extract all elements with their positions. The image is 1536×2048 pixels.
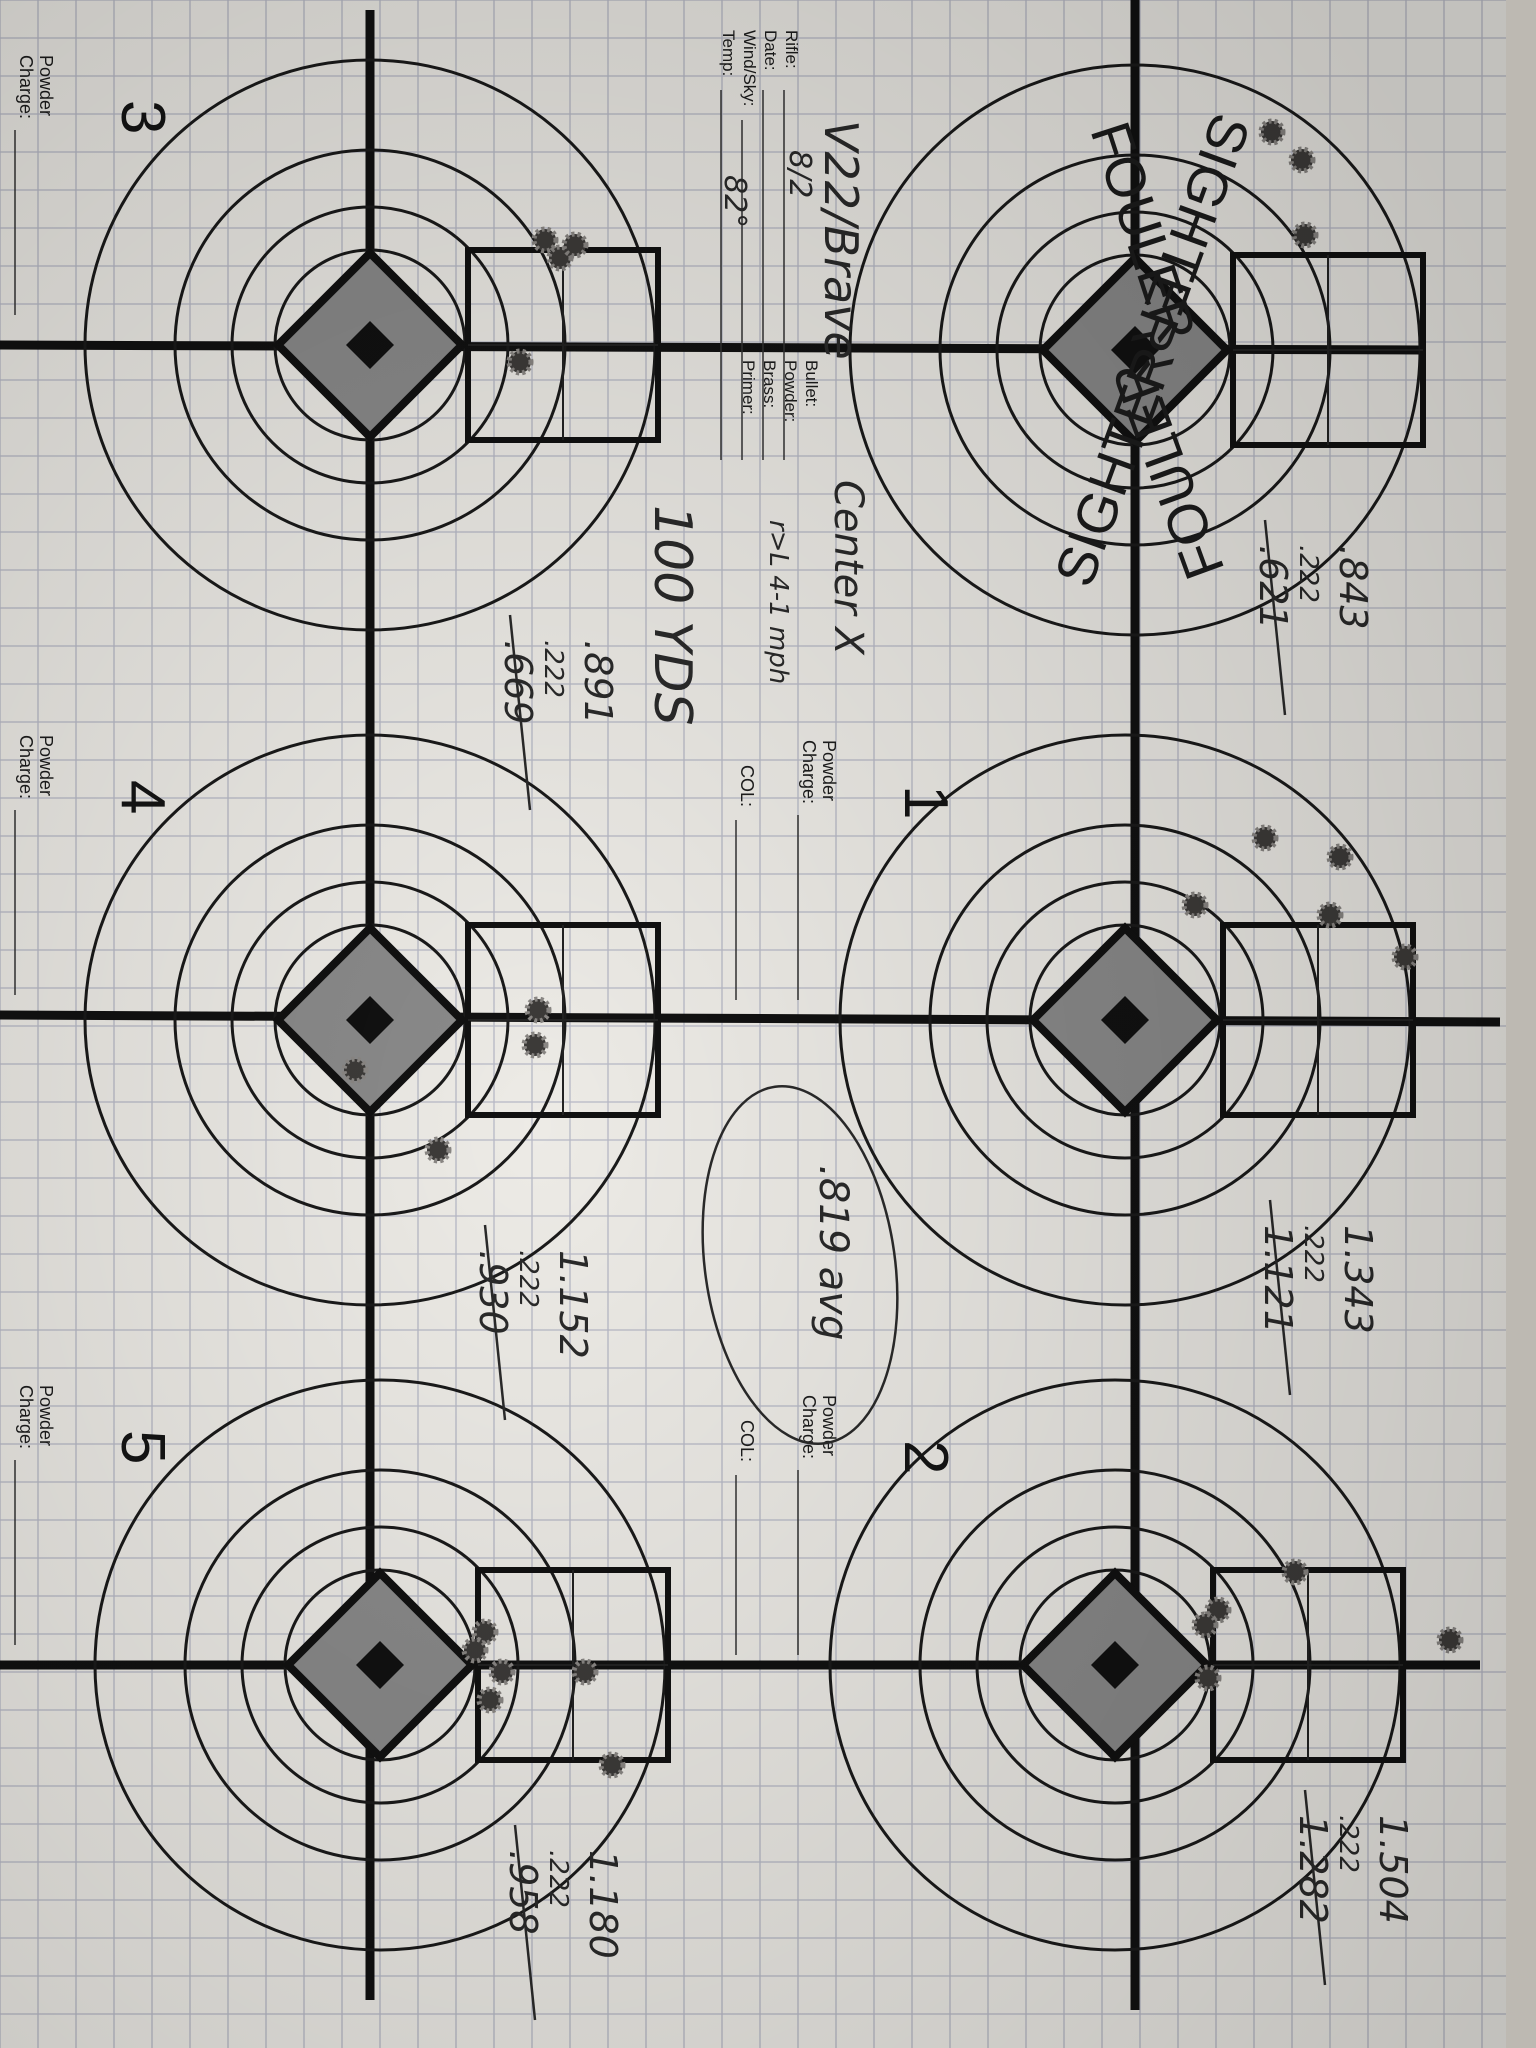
bullet-hole: [1288, 146, 1316, 174]
powder-label-2: Powder: [819, 1395, 839, 1456]
bullet-hole: [1251, 824, 1279, 852]
group-value-5-2: .222: [543, 1850, 573, 1908]
charge-label-5: Charge:: [16, 1385, 36, 1449]
bullet-hole: [506, 348, 534, 376]
bullet-hole: [521, 1031, 549, 1059]
target-number-1: 1: [891, 785, 960, 819]
bullet-hole: [1191, 1611, 1219, 1639]
target-number-2: 2: [891, 1440, 960, 1474]
group-value-1-1: .843: [1331, 545, 1375, 630]
bullet-hole: [1194, 1664, 1222, 1692]
charge-label-1: Charge:: [799, 740, 819, 804]
average-note: .819 avg: [810, 1165, 856, 1340]
header-label-powder: Powder:: [781, 360, 800, 422]
group-value-3-2: .222: [538, 640, 568, 698]
col-label-1: COL:: [737, 765, 757, 807]
distance-note: 100 YDS: [642, 505, 702, 726]
group-value-4-1: 1.152: [551, 1250, 595, 1359]
bullet-hole: [561, 231, 589, 259]
bullet-hole: [488, 1658, 516, 1686]
powder-label-1: Powder: [819, 740, 839, 801]
bullet-hole: [571, 1658, 599, 1686]
temp-value: 82°: [717, 175, 752, 228]
bullet-hole: [461, 1636, 489, 1664]
bullet-hole: [524, 996, 552, 1024]
powder-label-3: Powder: [36, 55, 56, 116]
bullet-value: Center X: [825, 480, 871, 656]
bullet-hole: [341, 1056, 369, 1084]
date-value: 8/2: [782, 150, 817, 198]
group-value-6-2: .222: [1333, 1815, 1363, 1873]
bullet-hole: [476, 1686, 504, 1714]
group-value-2-1: 1.343: [1336, 1225, 1380, 1334]
header-label-bullet: Bullet:: [802, 360, 821, 407]
target-number-3: 3: [108, 100, 177, 134]
rifle-value: V22/Brave: [814, 120, 868, 360]
charge-label-2: Charge:: [799, 1395, 819, 1459]
powder-label-5: Powder: [36, 1385, 56, 1446]
brass-value: r>L 4-1 mph: [763, 520, 793, 684]
bullet-hole: [1391, 943, 1419, 971]
header-label-brass: Brass:: [760, 360, 779, 408]
group-value-3-1: .891: [576, 640, 620, 725]
charge-label-3: Charge:: [16, 55, 36, 119]
target-number-4: 4: [108, 780, 177, 814]
group-value-1-2: .222: [1293, 545, 1323, 603]
group-value-2-2: .222: [1298, 1225, 1328, 1283]
header-label-date: Date:: [761, 30, 780, 71]
bullet-hole: [1291, 221, 1319, 249]
header-label-primer: Primer:: [739, 360, 758, 415]
bullet-hole: [598, 1751, 626, 1779]
group-value-5-1: 1.180: [581, 1850, 625, 1959]
header-label-rifle: Rifle:: [782, 30, 801, 69]
bullet-hole: [1316, 901, 1344, 929]
bullet-hole: [1326, 843, 1354, 871]
bullet-hole: [424, 1136, 452, 1164]
charge-label-4: Charge:: [16, 735, 36, 799]
group-value-4-2: .222: [513, 1250, 543, 1308]
powder-label-4: Powder: [36, 735, 56, 796]
header-label-wind: Wind/Sky:: [740, 30, 759, 107]
bullet-hole: [1258, 118, 1286, 146]
bullet-hole: [1181, 891, 1209, 919]
header-label-temp: Temp:: [719, 30, 738, 76]
target-number-5: 5: [108, 1430, 177, 1464]
col-label-2: COL:: [737, 1420, 757, 1462]
group-value-6-1: 1.504: [1371, 1815, 1415, 1924]
bullet-hole: [1281, 1558, 1309, 1586]
bullet-hole: [1436, 1626, 1464, 1654]
